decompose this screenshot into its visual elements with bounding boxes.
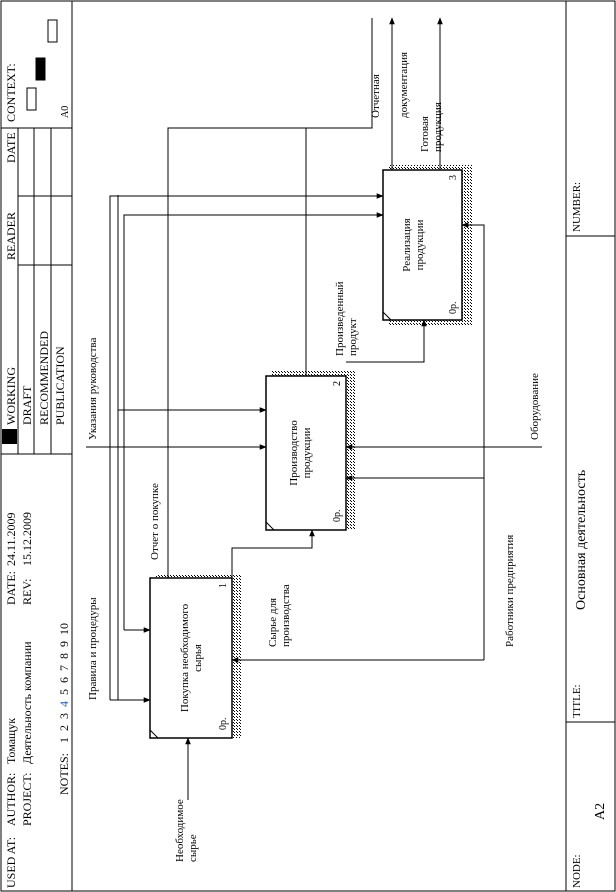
- arrow-management-box3[interactable]: [123, 212, 384, 630]
- context-label: CONTEXT:: [4, 63, 18, 122]
- activity-box-3[interactable]: Реализация продукции 3 0р.: [382, 165, 472, 325]
- node-label: NODE:: [571, 854, 583, 888]
- note-number[interactable]: 3: [57, 713, 71, 719]
- project-value: Деятельность компании: [20, 641, 34, 764]
- project-label: PROJECT:: [20, 773, 34, 826]
- author-value: Томащук: [4, 718, 18, 764]
- label-product-line1: Произведенный: [334, 281, 346, 356]
- box-3-number: 3: [448, 175, 459, 180]
- header-frame: [1, 1, 73, 891]
- notes-numbers: 1 2 3 4 5 6 7 8 9 10: [57, 623, 71, 743]
- box-1-label-line1: Покупка необходимого: [179, 603, 191, 712]
- activity-box-2[interactable]: Производство продукции 2 0р.: [265, 370, 356, 531]
- note-number[interactable]: 10: [57, 623, 71, 635]
- box-2-cost: 0р.: [332, 510, 343, 523]
- label-purchase-report: Отчет о покупке: [149, 483, 161, 560]
- rev-value: 15.12.2009: [20, 512, 34, 566]
- status-recommended: RECOMMENDED: [37, 331, 51, 425]
- label-report-docs-line2: документация: [398, 52, 410, 118]
- box-2-label-line1: Производство: [288, 420, 300, 486]
- used-at-label: USED AT:: [4, 837, 18, 888]
- rev-label: REV:: [20, 579, 34, 605]
- author-label: AUTHOR:: [4, 773, 18, 826]
- box-3-label-line1: Реализация: [401, 218, 413, 271]
- box-1-cost: 0р.: [218, 718, 229, 731]
- note-number[interactable]: 2: [57, 725, 71, 731]
- note-number[interactable]: 9: [57, 641, 71, 647]
- reader-label: READER: [4, 212, 18, 260]
- arrow-produced-product[interactable]: [346, 319, 427, 363]
- note-number[interactable]: 6: [57, 677, 71, 683]
- note-number[interactable]: 8: [57, 653, 71, 659]
- label-raw-for-production-line2: производства: [280, 584, 292, 647]
- working-check-box[interactable]: [2, 429, 17, 444]
- box-3-cost: 0р.: [448, 302, 459, 315]
- notes-label: NOTES:: [57, 753, 71, 795]
- box-3-label-line2: продукции: [414, 220, 426, 271]
- diagram-title: Основная деятельность: [574, 470, 589, 610]
- label-raw-for-production-line1: Сырье для: [267, 598, 279, 647]
- label-rules: Правила и процедуры: [87, 597, 99, 700]
- arrow-rules-main[interactable]: [109, 193, 384, 700]
- label-product-line2: продукт: [347, 318, 359, 356]
- date-column-label: DATE: [4, 132, 18, 163]
- arrow-purchase-report[interactable]: [167, 18, 373, 578]
- status-publication: PUBLICATION: [53, 346, 67, 425]
- label-finished-line1: Готовая: [419, 116, 431, 152]
- label-input-raw-line2: сырье: [187, 834, 199, 862]
- date-value: 24.11.2009: [4, 512, 18, 566]
- label-equipment: Оборудование: [529, 373, 541, 440]
- box-1-number: 1: [218, 583, 229, 588]
- label-staff: Работники предприятия: [504, 535, 516, 647]
- date-label: DATE:: [4, 571, 18, 605]
- title-label: TITLE:: [571, 684, 583, 718]
- status-draft: DRAFT: [20, 385, 34, 425]
- number-label: NUMBER:: [571, 182, 583, 232]
- footer-frame: [565, 1, 615, 891]
- arrow-staff-main[interactable]: [461, 222, 485, 660]
- box-2-number: 2: [332, 381, 343, 386]
- note-number[interactable]: 1: [57, 737, 71, 743]
- context-node: A0: [60, 106, 71, 118]
- arrow-raw-for-production[interactable]: [231, 529, 315, 605]
- box-2-label-line2: продукции: [301, 428, 313, 479]
- status-working: WORKING: [4, 367, 18, 425]
- activity-box-1[interactable]: Покупка необходимого сырья 1 0р.: [149, 574, 242, 739]
- label-report-docs-line1: Отчетная: [370, 74, 382, 118]
- label-finished-line2: продукция: [432, 102, 444, 152]
- label-management: Указания руководства: [87, 338, 99, 440]
- note-number[interactable]: 5: [57, 689, 71, 695]
- context-thumbnail-icon: [26, 19, 58, 111]
- box-1-label-line2: сырья: [192, 644, 204, 672]
- node-value: A2: [593, 803, 608, 820]
- note-number[interactable]: 4: [57, 701, 71, 707]
- label-input-raw-line1: Необходимое: [174, 799, 186, 862]
- note-number[interactable]: 7: [57, 665, 71, 671]
